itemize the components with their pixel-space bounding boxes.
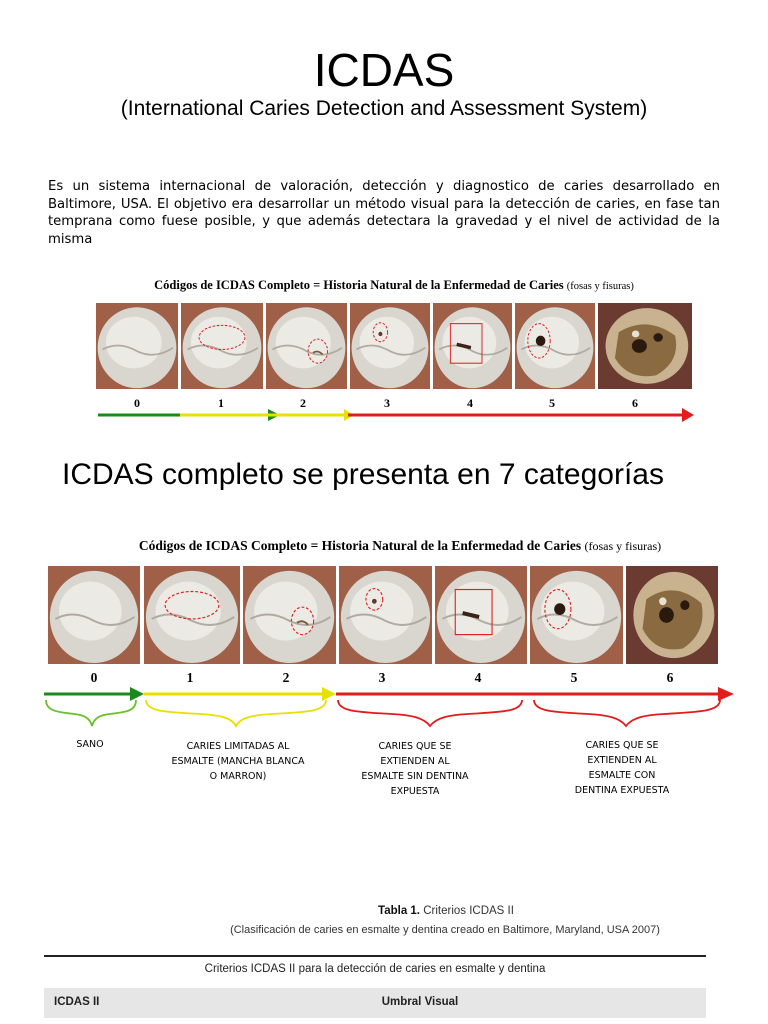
icdas-code-5: 5	[549, 396, 555, 410]
tooth-photo-2	[243, 566, 336, 664]
yellow-arrow-head	[322, 687, 336, 701]
brace-enamel	[145, 699, 327, 729]
brace-dentin	[533, 699, 721, 728]
tooth-photo-5	[530, 566, 623, 664]
brace-no-dentin	[337, 699, 523, 728]
figure-2-title-text: Códigos de ICDAS Completo = Historia Nat…	[138, 538, 582, 553]
icdas-code-0: 0	[134, 396, 140, 410]
tooth-photo-0	[96, 303, 178, 389]
table-header-icdas: ICDAS II	[54, 996, 100, 1008]
icdas-code-3: 3	[378, 670, 386, 685]
icdas-code-4: 4	[467, 396, 473, 410]
table-title-text: Criterios ICDAS II	[423, 905, 514, 917]
icdas-code-6: 6	[666, 670, 674, 685]
icdas-code-3: 3	[384, 396, 390, 410]
table-caption: Criterios ICDAS II para la detección de …	[204, 963, 546, 975]
table-subtitle: (Clasificación de caries en esmalte y de…	[230, 924, 660, 936]
tooth-photo-0	[48, 566, 140, 664]
tooth-photo-1	[181, 303, 263, 389]
red-arrow-head	[682, 408, 694, 422]
icdas-code-2: 2	[282, 670, 290, 685]
page-title: ICDAS	[313, 44, 455, 96]
tooth-photo-2	[266, 303, 347, 389]
icdas-code-5: 5	[570, 670, 578, 685]
section-heading: ICDAS completo se presenta en 7 categorí…	[62, 458, 664, 491]
tooth-photo-4	[433, 303, 512, 389]
icdas-code-0: 0	[90, 670, 98, 685]
red-arrow-head	[718, 687, 734, 701]
green-arrow-head	[130, 687, 144, 701]
figure-2-title: Códigos de ICDAS Completo = Historia Nat…	[60, 538, 740, 554]
tooth-photo-6	[598, 303, 692, 389]
figure-2-timeline	[44, 687, 734, 729]
tooth-photo-3	[339, 566, 432, 664]
tooth-photo-1	[144, 566, 240, 664]
figure-1-title-text: Códigos de ICDAS Completo = Historia Nat…	[154, 278, 564, 292]
icdas-code-2: 2	[300, 396, 306, 410]
table-header-row	[44, 988, 706, 1018]
figure-2-title-suffix: (fosas y fisuras)	[584, 539, 662, 553]
intro-paragraph: Es un sistema internacional de valoració…	[48, 179, 720, 247]
figure-1-title: Códigos de ICDAS Completo = Historia Nat…	[96, 278, 692, 293]
table-top-rule	[44, 955, 706, 957]
icdas-code-4: 4	[474, 670, 482, 685]
brace-sano	[45, 699, 137, 727]
category-no-dentin: CARIES QUE SE EXTIENDEN AL ESMALTE SIN D…	[361, 741, 469, 797]
table-title: Tabla 1. Criterios ICDAS II	[186, 905, 706, 917]
figure-1-timeline	[98, 408, 694, 422]
tooth-photo-5	[515, 303, 595, 389]
category-sano: SANO	[76, 739, 104, 750]
category-with-dentin: CARIES QUE SE EXTIENDEN AL ESMALTE CON D…	[574, 740, 670, 796]
icdas-code-1: 1	[218, 396, 224, 410]
page-subtitle: (International Caries Detection and Asse…	[120, 97, 648, 120]
figure-1-title-suffix: (fosas y fisuras)	[566, 281, 634, 292]
table-header-umbral: Umbral Visual	[381, 996, 459, 1008]
icdas-code-6: 6	[632, 396, 638, 410]
tooth-photo-4	[435, 566, 527, 664]
tooth-photo-6	[626, 566, 718, 664]
icdas-code-1: 1	[186, 670, 194, 685]
tooth-photo-3	[350, 303, 430, 389]
category-enamel-limited: CARIES LIMITADAS AL ESMALTE (MANCHA BLAN…	[171, 741, 305, 782]
table-label: Tabla 1.	[378, 905, 420, 917]
